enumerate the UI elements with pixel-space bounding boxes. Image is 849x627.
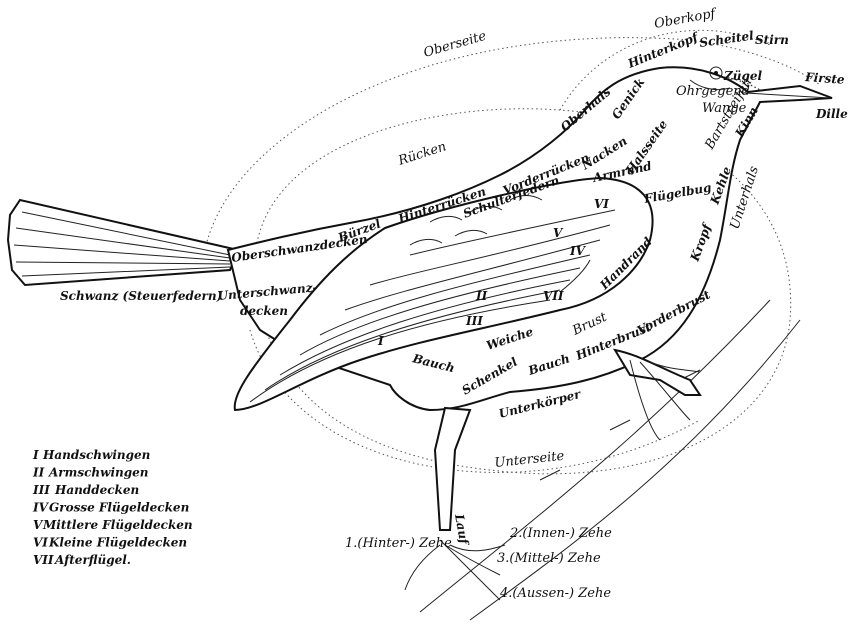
wing-numeral-iv: IV [569,244,587,258]
legend-label: Handdecken [54,483,139,497]
tail [8,200,238,285]
label-unterhals: Unterhals [728,164,763,231]
label-oberkopf: Oberkopf [653,6,719,32]
legend-numeral: VII [33,553,54,567]
wing-numeral-vii: VII [543,289,564,303]
label-dille: Dille [815,107,848,121]
pupil-icon [714,71,718,75]
label-toe-hinter: 1.(Hinter-) Zehe [345,536,452,551]
legend-numeral: VI [33,536,48,550]
label-toe-innen: 2.(Innen-) Zehe [509,526,612,541]
label-ruecken: Rücken [396,139,449,169]
label-toe-aussen: 4.(Aussen-) Zehe [499,586,611,601]
label-toe-mittel: 3.(Mittel-) Zehe [497,551,601,566]
label-stirn: Stirn [755,33,789,47]
legend-numeral: III [32,483,50,497]
label-lauf: Lauf [452,512,472,547]
legend-numeral: IV [32,501,50,515]
wing-numeral-vi: VI [594,197,609,211]
legend-numeral: I [32,448,39,462]
label-hinterkopf: Hinterkopf [625,29,701,71]
legend-label: Afterflügel. [54,553,131,567]
legend-label: Mittlere Flügeldecken [42,518,193,532]
wing-numeral-i: I [377,334,384,348]
wing-numeral-iii: III [465,314,483,328]
label-oberseite: Oberseite [422,29,488,61]
legend-label: Handschwingen [42,448,150,462]
legend-label: Kleine Flügeldecken [48,536,187,550]
legend-numeral: II [32,466,45,480]
label-firste: Firste [804,70,846,87]
legend-label: Armschwingen [48,466,148,480]
label-schwanz: Schwanz (Steuerfedern) [60,289,222,303]
wing-numeral-ii: II [475,289,488,303]
legend-label: Grosse Flügeldecken [49,501,189,515]
label-unterseite: Unterseite [494,449,565,471]
label-unterschwanz-2: decken [240,304,288,318]
